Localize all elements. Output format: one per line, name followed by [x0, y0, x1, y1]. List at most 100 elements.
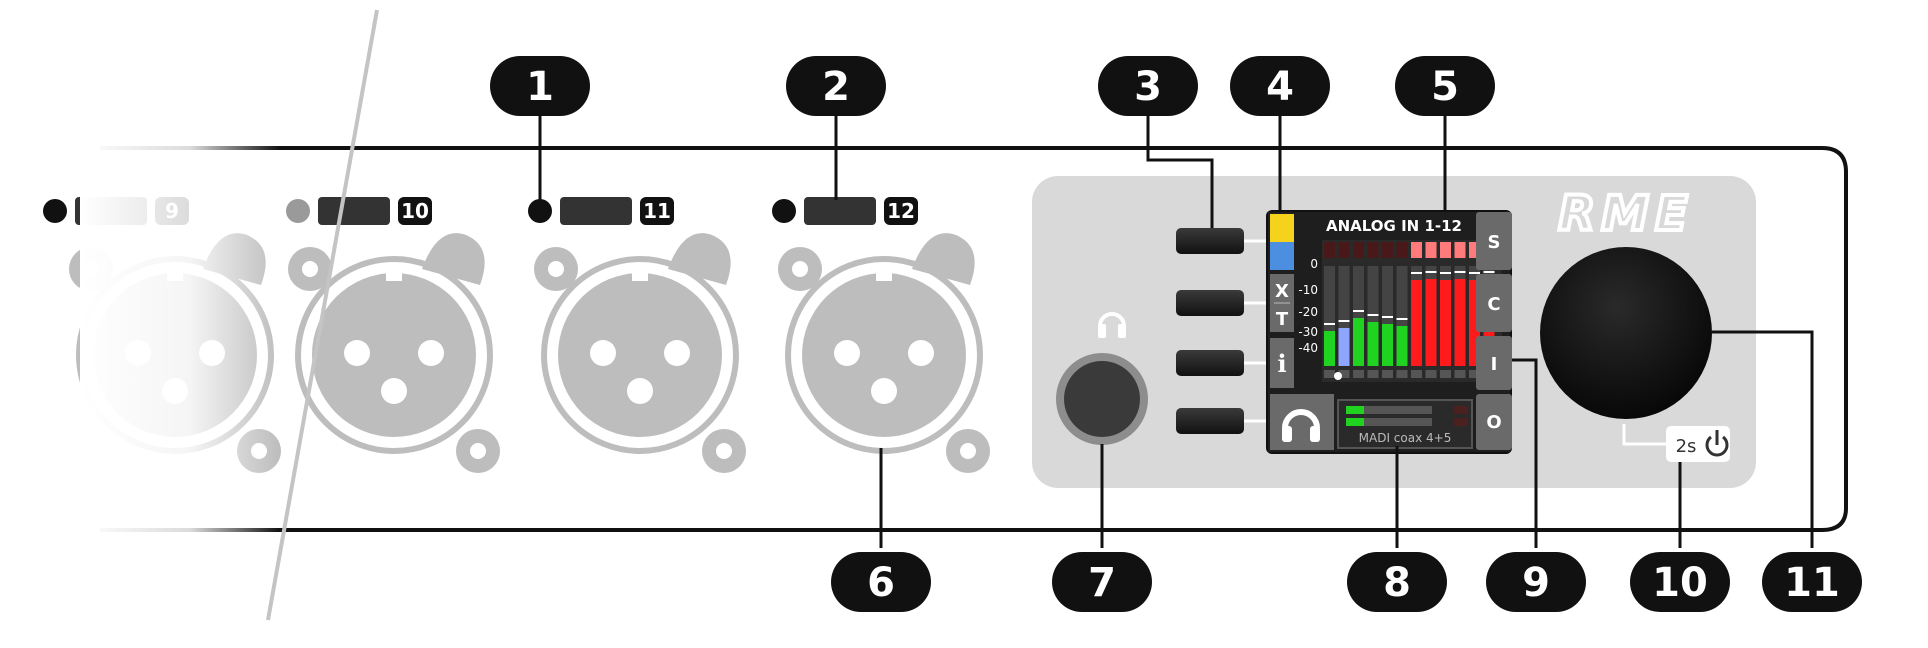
- callout-number: 2: [822, 64, 850, 110]
- signal-led: [286, 199, 310, 223]
- page-button-o-label: O: [1486, 412, 1501, 433]
- channel-number: 11: [643, 199, 671, 223]
- volume-knob[interactable]: [1540, 247, 1712, 419]
- callout-2: 2: [786, 56, 886, 116]
- power-hold-label: 2s: [1676, 436, 1697, 457]
- signal-led: [772, 199, 796, 223]
- callout-number: 11: [1784, 560, 1840, 606]
- over-indicator: [1367, 242, 1379, 258]
- tab-color-yellow: [1270, 214, 1294, 242]
- tab-x-label: X: [1275, 281, 1289, 302]
- peak-hold: [1440, 272, 1451, 274]
- meter-bar: [1338, 328, 1350, 366]
- phones-meter-l: [1346, 406, 1432, 414]
- channel-label-strip: [804, 197, 876, 225]
- meter-channel-2: [1338, 242, 1350, 378]
- callout-7: 7: [1052, 552, 1152, 612]
- meter-bar: [1440, 280, 1451, 366]
- callout-number: 5: [1431, 64, 1459, 110]
- meter-channel-1: [1324, 242, 1335, 378]
- page-button-s[interactable]: [1476, 212, 1512, 270]
- callout-number: 10: [1652, 560, 1708, 606]
- channel-number-badge: [398, 197, 432, 225]
- page-button-i[interactable]: [1476, 336, 1512, 390]
- scale-label: -30: [1298, 325, 1318, 339]
- channel-number-badge: [884, 197, 918, 225]
- over-indicator: [1425, 242, 1437, 258]
- peak-hold: [1411, 272, 1422, 274]
- page-button-s-label: S: [1488, 232, 1501, 253]
- callout-8: 8: [1347, 552, 1447, 612]
- meter-scale: 0-10-20-30-40: [1298, 257, 1318, 355]
- meter-bar: [1411, 280, 1422, 366]
- peak-hold: [1338, 320, 1350, 322]
- channel-number: 10: [401, 199, 429, 223]
- display-title: ANALOG IN 1-12: [1326, 217, 1462, 235]
- page-button-c[interactable]: [1476, 274, 1512, 332]
- callout-number: 6: [867, 560, 895, 606]
- meter-channel-6: [1396, 242, 1408, 378]
- meter-channel-4: [1367, 242, 1379, 378]
- callout-number: 8: [1383, 560, 1411, 606]
- over-indicator: [1382, 242, 1393, 258]
- power-icon: [1705, 430, 1729, 457]
- display-button-4[interactable]: [1176, 408, 1244, 434]
- meter-position-dot: [1334, 372, 1342, 380]
- page-button-o[interactable]: [1476, 394, 1512, 450]
- display: X T i ANALOG IN 1-12 0-10-20-30-40 MADI …: [1266, 210, 1512, 454]
- callout-10: 10: [1630, 552, 1730, 612]
- peak-hold: [1425, 271, 1437, 273]
- display-button-3[interactable]: [1176, 350, 1244, 376]
- display-button-1[interactable]: [1176, 228, 1244, 254]
- meter-bar: [1396, 326, 1408, 366]
- xlr-input-12[interactable]: 12: [772, 197, 990, 473]
- signal-led: [43, 199, 67, 223]
- tab-info-label: i: [1277, 349, 1286, 378]
- meter-channel-5: [1382, 242, 1393, 378]
- over-indicator: [1338, 242, 1350, 258]
- display-buttons-right: S C I O: [1476, 212, 1512, 450]
- callout-number: 4: [1266, 64, 1294, 110]
- peak-hold: [1454, 271, 1466, 273]
- scale-label: 0: [1310, 257, 1318, 271]
- callout-6: 6: [831, 552, 931, 612]
- peak-hold: [1367, 314, 1379, 316]
- phones-source-label: MADI coax 4+5: [1359, 431, 1452, 445]
- tab-phones[interactable]: [1270, 394, 1334, 450]
- peak-hold: [1483, 271, 1495, 273]
- meter-bar: [1382, 324, 1393, 366]
- over-indicator: [1440, 242, 1451, 258]
- peak-hold: [1324, 323, 1335, 325]
- channel-number-badge: [640, 197, 674, 225]
- page-button-i-label: I: [1491, 354, 1498, 375]
- channel-label-strip: [560, 197, 632, 225]
- peak-hold: [1396, 318, 1408, 320]
- page-button-c-label: C: [1487, 294, 1500, 315]
- display-button-2[interactable]: [1176, 290, 1244, 316]
- meter-bar: [1353, 318, 1364, 366]
- peak-hold: [1469, 272, 1480, 274]
- headphone-output[interactable]: [1056, 312, 1148, 445]
- channel-number: 12: [887, 199, 915, 223]
- cut-line: [266, 9, 379, 621]
- tab-info[interactable]: [1270, 338, 1294, 388]
- callout-number: 3: [1134, 64, 1162, 110]
- tab-color-blue: [1270, 242, 1294, 270]
- callout-leaders: [538, 108, 1814, 548]
- over-indicator: [1411, 242, 1422, 258]
- xlr-input-11[interactable]: 11: [528, 197, 746, 473]
- chassis-outline: [100, 146, 1848, 532]
- meter-bar: [1454, 279, 1466, 366]
- meter-channel-7: [1411, 242, 1422, 378]
- scale-label: -20: [1298, 305, 1318, 319]
- tab-t-label: T: [1276, 309, 1289, 330]
- callout-4: 4: [1230, 56, 1330, 116]
- over-indicator: [1396, 242, 1408, 258]
- callout-number: 1: [526, 64, 554, 110]
- phones-meter-r: [1346, 418, 1432, 426]
- meter-bar: [1324, 331, 1335, 366]
- xlr-input-10[interactable]: 10: [286, 197, 500, 473]
- channel-label-strip: [318, 197, 390, 225]
- scale-label: -10: [1298, 283, 1318, 297]
